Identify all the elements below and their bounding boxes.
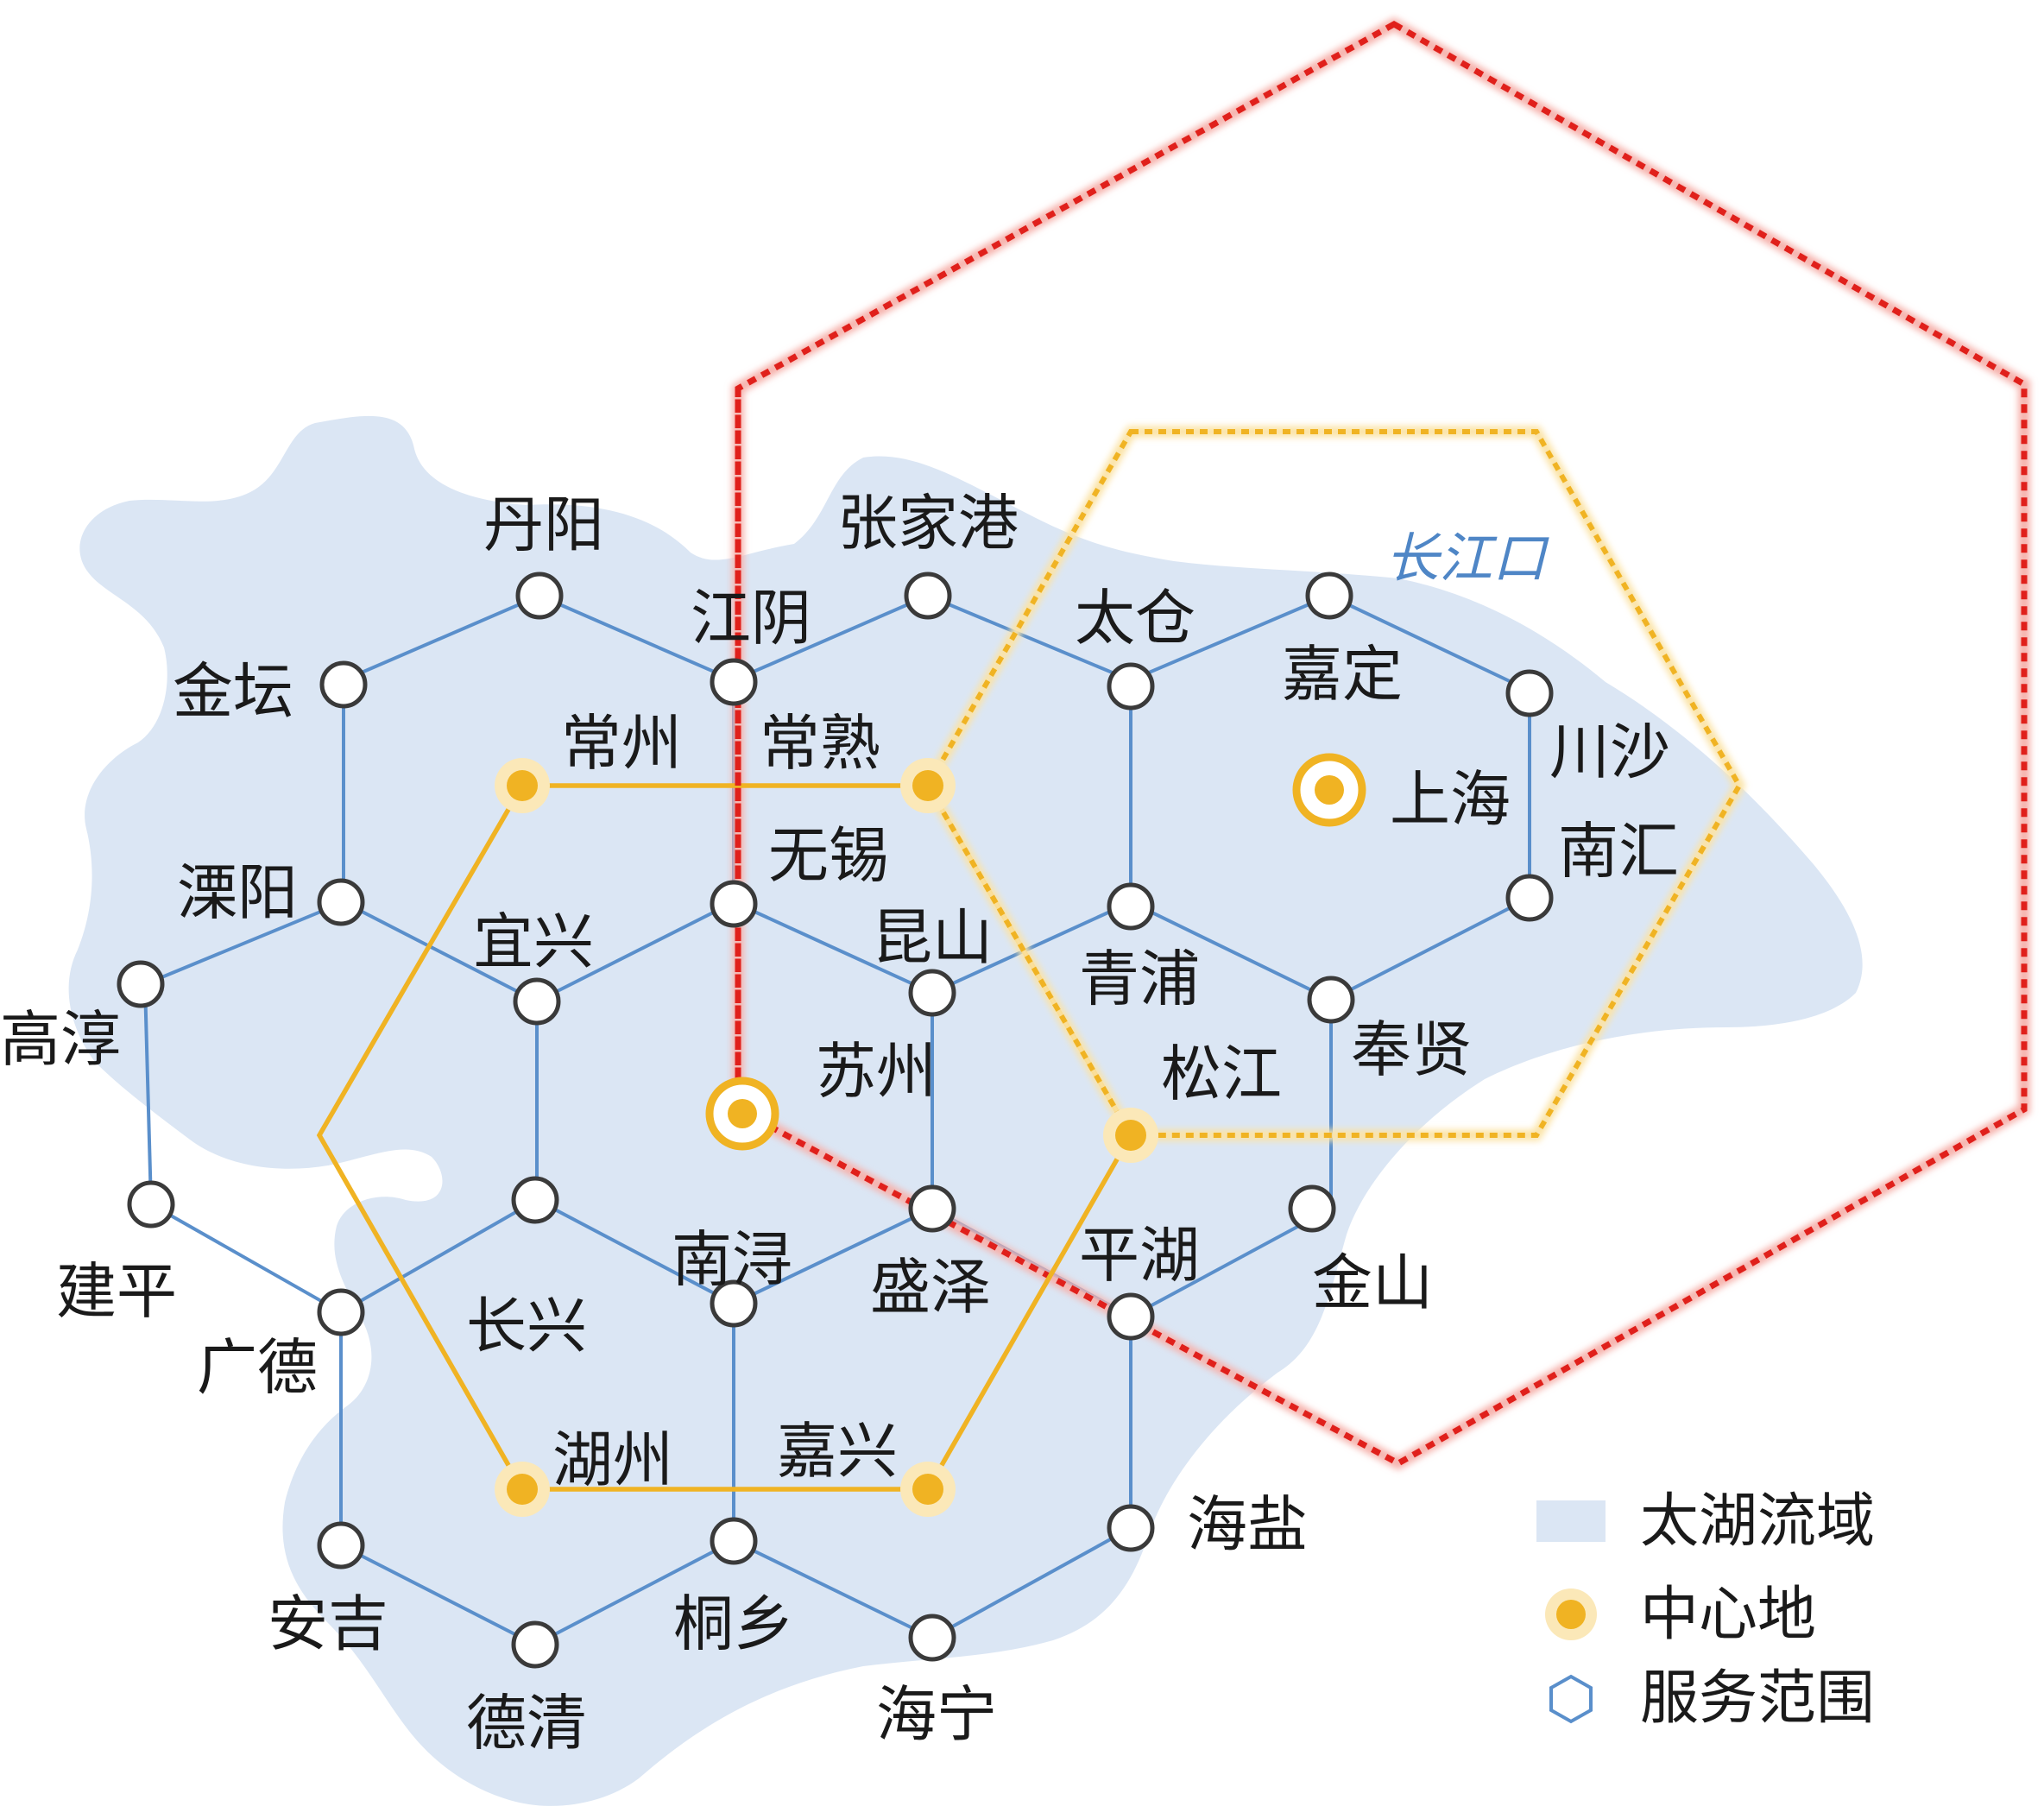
node-wuxi bbox=[710, 880, 758, 928]
node-pinghu bbox=[1107, 1292, 1155, 1341]
node-anji bbox=[317, 1521, 365, 1570]
node-haining bbox=[908, 1614, 956, 1662]
label-jianping: 建平 bbox=[56, 1256, 177, 1327]
node-tongxiang bbox=[710, 1517, 758, 1565]
label-yixing: 宜兴 bbox=[473, 906, 594, 977]
label-changzhou: 常州 bbox=[561, 708, 682, 779]
center-nodes bbox=[495, 758, 1158, 1517]
major-centers bbox=[705, 753, 1366, 1151]
node-changzhou bbox=[507, 770, 538, 801]
label-zhangjiagang: 张家港 bbox=[837, 488, 1019, 559]
node-qingpu bbox=[1107, 882, 1155, 931]
label-jiangyin: 江阴 bbox=[691, 583, 811, 654]
node-jinshan bbox=[1288, 1184, 1336, 1233]
node-jintan bbox=[319, 660, 368, 709]
label-shengze: 盛泽 bbox=[870, 1252, 991, 1323]
label-wuxi: 无锡 bbox=[768, 820, 889, 891]
label-deqing: 德清 bbox=[466, 1688, 587, 1759]
node-jiading bbox=[1305, 572, 1353, 620]
node-changshu bbox=[912, 770, 943, 801]
node-huzhou bbox=[507, 1474, 538, 1505]
label-chuansha: 川沙 bbox=[1549, 717, 1670, 787]
legend-basin-swatch bbox=[1536, 1500, 1606, 1542]
node-songjiang bbox=[1115, 1120, 1146, 1151]
label-changxing: 长兴 bbox=[466, 1291, 587, 1361]
legend-basin-label: 太湖流域 bbox=[1640, 1487, 1875, 1556]
legend-center-label: 中心地 bbox=[1640, 1581, 1816, 1649]
sea-label: 长江口 bbox=[1385, 527, 1549, 590]
label-tongxiang: 桐乡 bbox=[673, 1588, 794, 1659]
node-jiaxing bbox=[912, 1474, 943, 1505]
label-jinshan: 金山 bbox=[1312, 1247, 1433, 1318]
label-anji: 安吉 bbox=[268, 1588, 388, 1659]
label-gaochun: 高淳 bbox=[0, 1004, 121, 1075]
label-shanghai: 上海 bbox=[1390, 764, 1511, 835]
node-nanxun bbox=[710, 1279, 758, 1328]
node-nanhui bbox=[1505, 874, 1554, 922]
node-gaochun bbox=[117, 960, 165, 1008]
label-liyang: 溧阳 bbox=[177, 857, 298, 928]
label-nanhui: 南汇 bbox=[1558, 816, 1679, 887]
legend-service-label: 服务范围 bbox=[1640, 1664, 1875, 1733]
legend-center-dot bbox=[1556, 1600, 1586, 1629]
node-zhangjiagang bbox=[904, 572, 952, 620]
label-jiaxing: 嘉兴 bbox=[777, 1416, 898, 1487]
label-jintan: 金坛 bbox=[173, 656, 293, 727]
node-deqing bbox=[511, 1620, 559, 1669]
label-haiyan: 海盐 bbox=[1187, 1489, 1308, 1560]
label-qingpu: 青浦 bbox=[1079, 944, 1200, 1014]
node-danyang bbox=[515, 572, 564, 620]
node-jianping bbox=[127, 1180, 175, 1228]
node-taicang bbox=[1107, 662, 1155, 711]
label-huzhou: 湖州 bbox=[552, 1424, 673, 1495]
legend: 太湖流域 中心地 服务范围 bbox=[1536, 1487, 1875, 1733]
label-suzhou: 苏州 bbox=[816, 1036, 937, 1107]
node-liyang bbox=[317, 878, 365, 926]
node-shengze bbox=[908, 1184, 956, 1233]
city-labels: 丹阳 张家港 江阴 太仓 嘉定 金坛 川沙 常州 常熟 上海 南汇 无锡 溧阳 … bbox=[0, 488, 1679, 1759]
node-chuansha bbox=[1505, 669, 1554, 717]
node-yixing bbox=[513, 977, 561, 1026]
node-fengxian bbox=[1307, 976, 1355, 1024]
legend-hexagon-icon bbox=[1549, 1674, 1593, 1724]
label-taicang: 太仓 bbox=[1075, 583, 1195, 654]
label-nanxun: 南浔 bbox=[672, 1224, 792, 1295]
node-changxing-node bbox=[511, 1176, 559, 1224]
city-nodes bbox=[117, 572, 1554, 1669]
node-guangde bbox=[317, 1288, 365, 1336]
label-changshu: 常熟 bbox=[760, 708, 880, 779]
label-haining: 海宁 bbox=[876, 1679, 997, 1750]
label-danyang: 丹阳 bbox=[483, 489, 604, 560]
label-kunshan: 昆山 bbox=[872, 902, 993, 973]
label-pinghu: 平湖 bbox=[1079, 1220, 1200, 1291]
node-kunshan bbox=[908, 969, 956, 1017]
label-guangde: 广德 bbox=[197, 1332, 318, 1403]
node-jiangyin bbox=[710, 658, 758, 706]
label-fengxian: 奉贤 bbox=[1351, 1014, 1472, 1085]
node-haiyan bbox=[1107, 1504, 1155, 1552]
label-jiading: 嘉定 bbox=[1282, 639, 1403, 710]
label-songjiang: 松江 bbox=[1161, 1039, 1282, 1109]
